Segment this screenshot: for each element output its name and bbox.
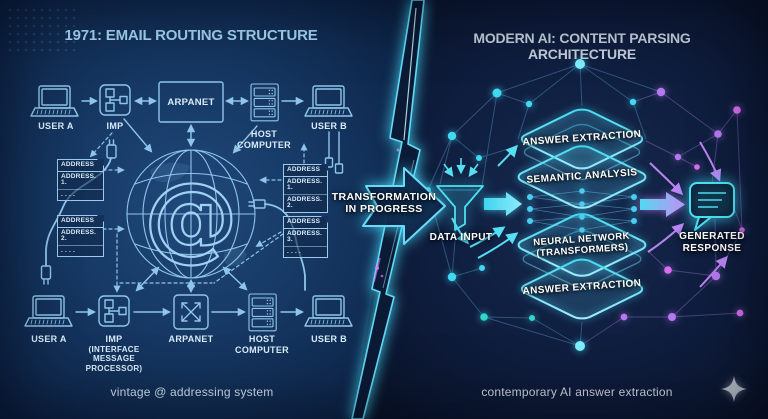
mesh-lines-purple xyxy=(579,91,743,347)
user-b-label: USER B xyxy=(311,334,347,344)
address-doc-line: . . . . xyxy=(284,245,327,258)
laptop-icon xyxy=(30,85,79,117)
laptop-icon xyxy=(304,85,353,117)
at-symbol: @ xyxy=(144,163,238,272)
flow-arrows-bottom xyxy=(75,266,305,317)
flow-curves-purple xyxy=(647,141,728,288)
host-server-icon xyxy=(248,293,277,332)
imp-router-icon xyxy=(98,295,130,327)
laptop-icon xyxy=(304,295,353,327)
layer-diamond-answer-extraction-top xyxy=(517,107,647,171)
dashed-connectors xyxy=(89,132,308,293)
arpanet-label: ARPANET xyxy=(167,97,215,108)
generated-response-label: GENERATED RESPONSE xyxy=(679,231,745,254)
layer-stack xyxy=(513,107,650,321)
address-doc-3: ADDRESS ADDRESS. 1. ADDRESS. 2. xyxy=(283,164,328,213)
mesh-nodes-cyan xyxy=(425,59,637,351)
right-panel-caption: contemporary AI answer extraction xyxy=(481,385,673,399)
address-doc-line: . . . . xyxy=(58,244,103,257)
host-server-icon xyxy=(250,83,279,122)
address-doc-line: . . . . xyxy=(58,188,103,201)
layer-diamond-neural-network xyxy=(513,212,650,278)
address-doc-line: ADDRESS. 1. xyxy=(61,172,97,186)
right-panel-title: MODERN AI: CONTENT PARSING ARCHITECTURE xyxy=(473,30,691,62)
imp-router-icon xyxy=(99,84,131,116)
laptop-icon xyxy=(24,295,73,327)
left-panel-caption: vintage @ addressing system xyxy=(110,385,274,399)
user-b-label: USER B xyxy=(311,121,347,131)
address-doc-4: ADDRESS ADDRESS. 3. . . . . xyxy=(283,216,328,258)
address-doc-1: ADDRESS ADDRESS. 1. . . . . xyxy=(57,159,104,201)
arpanet-switch-icon xyxy=(173,294,209,330)
output-flow-arrow xyxy=(640,192,685,217)
email-routing-diagram xyxy=(24,81,353,332)
flow-curves-cyan xyxy=(451,144,519,259)
transformation-arrow xyxy=(362,167,446,245)
mini-neural-net xyxy=(527,188,637,233)
address-doc-line: ADDRESS. 1. xyxy=(287,177,323,191)
corner-dot-texture xyxy=(6,6,76,54)
globe-at-icon xyxy=(126,149,256,279)
input-flow-arrow xyxy=(484,192,522,216)
user-a-label: USER A xyxy=(31,334,67,344)
host-computer-label: HOST COMPUTER xyxy=(235,334,289,355)
address-doc-header: ADDRESS xyxy=(284,165,327,177)
address-doc-header: ADDRESS xyxy=(58,216,103,228)
arpanet-box xyxy=(158,81,224,123)
imp-label: IMP xyxy=(105,334,123,344)
layer-diamond-semantic-analysis xyxy=(513,144,650,210)
imp-sub-label: (INTERFACE MESSAGE PROCESSOR) xyxy=(85,345,143,373)
flow-arrows-top xyxy=(81,96,305,154)
response-bubble-icon xyxy=(689,182,735,231)
arpanet-label: ARPANET xyxy=(168,334,214,344)
user-a-label: USER A xyxy=(38,121,74,131)
left-panel-title: 1971: EMAIL ROUTING STRUCTURE xyxy=(64,27,318,44)
data-funnel-icon xyxy=(436,185,484,231)
address-doc-line: ADDRESS. 3. xyxy=(287,229,323,243)
ai-parsing-diagram xyxy=(425,59,747,402)
host-computer-label: HOST COMPUTER xyxy=(237,129,291,150)
cables-user-b xyxy=(324,131,344,174)
sparkle-icon xyxy=(721,376,747,402)
address-doc-line: ADDRESS. 2. xyxy=(61,228,97,242)
address-doc-line: ADDRESS. 2. xyxy=(284,193,327,212)
transformation-label: TRANSFORMATION IN PROGRESS xyxy=(331,191,437,216)
address-doc-header: ADDRESS xyxy=(58,160,103,172)
mesh-nodes-purple xyxy=(620,87,745,321)
data-input-label: DATA INPUT xyxy=(429,232,493,243)
layer-diamond-answer-extraction-bottom xyxy=(517,257,647,321)
funnel-input-arrows xyxy=(443,158,479,177)
address-doc-2: ADDRESS ADDRESS. 2. . . . . xyxy=(57,215,104,257)
address-doc-header: ADDRESS xyxy=(284,217,327,229)
mesh-lines-cyan xyxy=(427,63,662,347)
imp-label: IMP xyxy=(106,121,124,131)
